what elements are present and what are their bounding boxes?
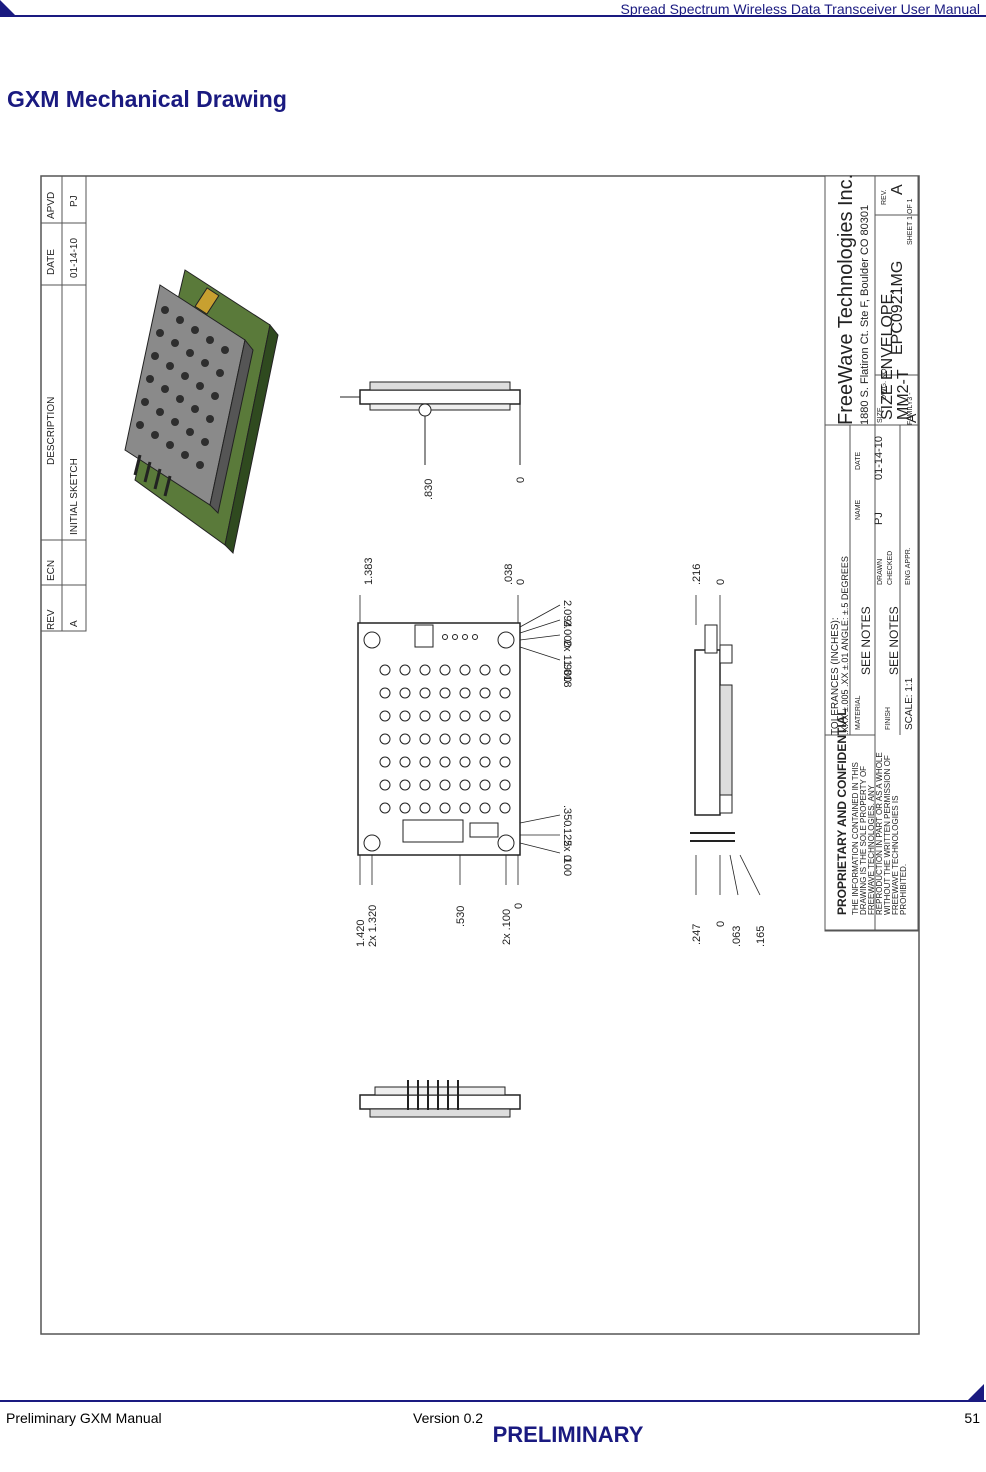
dim-top-2094: 2.094 bbox=[561, 600, 573, 628]
header-triangle-decoration bbox=[0, 0, 16, 16]
title-block-dwg-no: EPC0921MG bbox=[889, 261, 906, 355]
title-block-size-label: SIZE bbox=[877, 407, 884, 423]
side-view-right: .830 0 bbox=[340, 381, 527, 500]
dim-top-125: .125 bbox=[561, 825, 573, 846]
dim-end-0b: 0 bbox=[715, 921, 727, 927]
title-block-proprietary-line-5: WITHOUT THE WRITTEN PERMISSION OF bbox=[883, 755, 892, 915]
dim-top-2x1900: 2x 1.900 bbox=[561, 640, 573, 682]
rev-value-description: INITIAL SKETCH bbox=[69, 458, 80, 535]
top-view-dimension-leaders bbox=[359, 595, 561, 885]
title-block-rev: A bbox=[889, 184, 906, 195]
rev-header-description: DESCRIPTION bbox=[46, 397, 57, 465]
revision-table: REV ECN DESCRIPTION DATE APVD A INITIAL … bbox=[40, 175, 87, 632]
dim-top-2x100: 2x .100 bbox=[561, 840, 573, 876]
title-block-scale: SCALE: 1:1 bbox=[904, 677, 915, 730]
title-block-date-label: DATE bbox=[855, 452, 862, 470]
title-block-part-title-1: SIZE ENVELOPE, bbox=[879, 289, 896, 420]
footer-triangle-decoration bbox=[968, 1384, 984, 1400]
title-block-drawn-name: PJ bbox=[873, 512, 885, 525]
dim-top-0b: 0 bbox=[561, 855, 573, 861]
footer-page-number: 51 bbox=[964, 1410, 980, 1426]
dim-end-216: .216 bbox=[691, 564, 703, 585]
footer-version: Version 0.2 bbox=[413, 1410, 484, 1426]
title-block-proprietary-line-3: FREEWAVE TECHNOLOGIES. ANY bbox=[867, 784, 876, 915]
title-block-tolerances-header: TOLERANCES (INCHES): bbox=[830, 617, 841, 735]
isometric-header-pins bbox=[133, 454, 172, 497]
title-block-address: 1880 S. Flatiron Ct. Ste F, Boulder CO 8… bbox=[859, 205, 871, 425]
dim-top-1818: 1.818 bbox=[561, 660, 573, 688]
rev-header-apvd: APVD bbox=[46, 192, 57, 219]
dim-left-0: 0 bbox=[513, 903, 525, 909]
rev-header-date: DATE bbox=[46, 249, 57, 275]
dim-left-530: .530 bbox=[455, 906, 467, 927]
header-title: Spread Spectrum Wireless Data Transceive… bbox=[620, 1, 980, 17]
dim-side-830: .830 bbox=[423, 479, 435, 500]
title-block-name-label: NAME bbox=[855, 499, 862, 520]
rev-value-date: 01-14-10 bbox=[69, 238, 80, 278]
dim-end-247: .247 bbox=[691, 924, 703, 945]
title-block-finish-label: FINISH bbox=[885, 707, 892, 730]
title-block-proprietary-line-4: REPRODUCTION IN PART OR AS A WHOLE bbox=[875, 752, 884, 915]
title-block-material: SEE NOTES bbox=[859, 606, 873, 675]
title-block-finish: SEE NOTES bbox=[887, 606, 901, 675]
side-view-bottom bbox=[359, 1080, 521, 1118]
top-view: 1.383 .038 0 2.094 2.000 2x 1.900 1.818 … bbox=[355, 557, 573, 947]
title-block-dwg-no-label: DWG. NO. bbox=[881, 367, 888, 400]
dim-end-165: .165 bbox=[755, 926, 767, 947]
title-block: FreeWave Technologies Inc. 1880 S. Flati… bbox=[824, 174, 919, 932]
title-block-proprietary-header: PROPRIETARY AND CONFIDENTIAL bbox=[835, 708, 849, 915]
footer-rule bbox=[0, 1400, 986, 1402]
title-block-eng-appr-label: ENG APPR. bbox=[905, 547, 912, 585]
title-block-drawn-label: DRAWN bbox=[877, 559, 884, 585]
footer-manual-name: Preliminary GXM Manual bbox=[6, 1410, 162, 1426]
title-block-tolerances-values: .XXX ±.005 .XX ±.01 ANGLE: ±.5 DEGREES bbox=[840, 556, 850, 735]
dim-top-0: 0 bbox=[515, 579, 527, 585]
top-view-connector-pads bbox=[442, 634, 478, 640]
isometric-antenna-connector bbox=[194, 287, 220, 315]
title-block-proprietary-line-6: FREEWAVE TECHNOLOGIES IS bbox=[891, 796, 900, 915]
title-block-part-title-2: MM2-T bbox=[895, 369, 912, 420]
dim-top-1383: 1.383 bbox=[363, 557, 375, 585]
preliminary-watermark: PRELIMINARY bbox=[492, 1422, 644, 1447]
rev-header-rev: REV bbox=[46, 609, 57, 630]
mechanical-drawing-svg: REV ECN DESCRIPTION DATE APVD A INITIAL … bbox=[40, 174, 920, 1335]
header-rule bbox=[0, 15, 986, 17]
isometric-shield-holes bbox=[136, 306, 229, 469]
title-block-size: A bbox=[903, 413, 919, 423]
dim-side-0: 0 bbox=[515, 477, 527, 483]
title-block-proprietary-line-7: PROHIBITED. bbox=[899, 864, 908, 915]
dim-top-038: .038 bbox=[503, 564, 515, 585]
top-view-shield-holes bbox=[379, 664, 511, 814]
dim-left-2x100: 2x .100 bbox=[501, 909, 513, 945]
dim-top-350: .350 bbox=[561, 805, 573, 826]
dim-left-2x1320: 2x 1.320 bbox=[367, 905, 379, 947]
title-block-sheet: SHEET 1 OF 1 bbox=[907, 198, 914, 245]
bottom-view-pins bbox=[407, 1080, 459, 1110]
isometric-view bbox=[124, 269, 279, 555]
title-block-material-label: MATERIAL bbox=[855, 695, 862, 730]
title-block-rev-label: REV. bbox=[881, 189, 888, 205]
rev-value-rev: A bbox=[69, 620, 80, 627]
rev-header-ecn: ECN bbox=[46, 560, 57, 581]
dim-left-1420: 1.420 bbox=[355, 919, 367, 947]
dim-end-063: .063 bbox=[731, 926, 743, 947]
dim-top-2000: 2.000 bbox=[561, 620, 573, 648]
title-block-drawn-date: 01-14-10 bbox=[873, 436, 885, 480]
title-block-family: FAMILY3 - bbox=[907, 392, 914, 425]
rev-value-apvd: PJ bbox=[69, 195, 80, 207]
section-title: GXM Mechanical Drawing bbox=[7, 86, 287, 112]
end-view: .216 0 .247 0 .063 .165 bbox=[690, 564, 767, 947]
title-block-checked-label: CHECKED bbox=[887, 551, 894, 585]
dim-end-0: 0 bbox=[715, 579, 727, 585]
end-view-pins bbox=[690, 832, 735, 842]
mechanical-drawing: REV ECN DESCRIPTION DATE APVD A INITIAL … bbox=[40, 174, 920, 1335]
title-block-proprietary-line-2: DRAWING IS THE SOLE PROPERTY OF bbox=[859, 766, 868, 915]
title-block-company: FreeWave Technologies Inc. bbox=[835, 175, 857, 425]
title-block-proprietary-line-1: THE INFORMATION CONTAINED IN THIS bbox=[851, 762, 860, 915]
top-view-pin-header bbox=[402, 819, 464, 843]
